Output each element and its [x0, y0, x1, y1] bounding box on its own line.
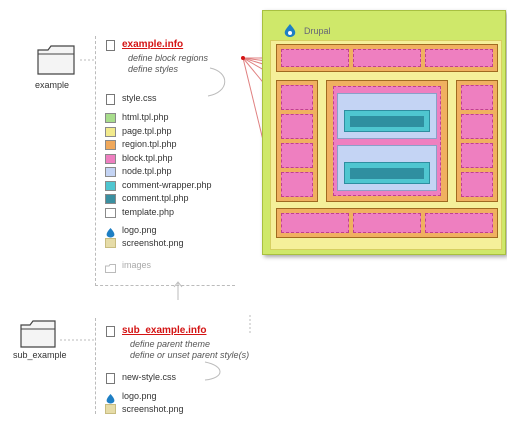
- images-folder-icon: [105, 260, 116, 273]
- template-color-swatch: [105, 153, 116, 164]
- note-define-unset-parent-styles: define or unset parent style(s): [130, 350, 250, 360]
- template-color-swatch: [105, 167, 116, 177]
- template-color-swatch: [105, 194, 116, 204]
- comment-top: [350, 116, 424, 127]
- footer-block: [425, 213, 493, 233]
- left-sidebar-block: [281, 114, 313, 139]
- note-define-block-regions: define block regions: [128, 53, 209, 63]
- template-file-label[interactable]: node.tpl.php: [122, 166, 172, 176]
- example-panel-left-border: [95, 36, 96, 286]
- footer-block: [281, 213, 349, 233]
- style-css-icon: [106, 94, 115, 105]
- right-sidebar-block: [461, 172, 493, 197]
- logo-icon: [105, 225, 116, 238]
- sub-example-panel-left-border: [95, 318, 96, 414]
- footer-block: [353, 213, 421, 233]
- template-file-label[interactable]: comment-wrapper.php: [122, 179, 212, 190]
- new-style-css-icon: [106, 373, 115, 384]
- header-block: [353, 49, 421, 67]
- sub-screenshot-icon: [105, 404, 116, 414]
- drupal-title: Drupal: [304, 26, 331, 36]
- template-file-label[interactable]: block.tpl.php: [122, 152, 173, 163]
- right-sidebar-block: [461, 85, 493, 110]
- template-color-swatch: [105, 140, 116, 150]
- template-file-label[interactable]: region.tpl.php: [122, 139, 177, 149]
- template-color-swatch: [105, 180, 116, 191]
- left-sidebar-block: [281, 143, 313, 168]
- example-panel-bottom-border: [95, 285, 235, 286]
- sub-logo-label[interactable]: logo.png: [122, 391, 157, 401]
- template-file-label[interactable]: template.php: [122, 206, 175, 217]
- sub-screenshot-label[interactable]: screenshot.png: [122, 404, 184, 414]
- template-color-swatch: [105, 113, 116, 123]
- screenshot-icon: [105, 238, 116, 248]
- template-file-label[interactable]: html.tpl.php: [122, 112, 169, 122]
- header-block: [281, 49, 349, 67]
- left-sidebar-block: [281, 172, 313, 197]
- template-color-swatch: [105, 207, 116, 218]
- info-file-icon: [106, 40, 115, 51]
- example-info-name[interactable]: example.info: [122, 39, 184, 50]
- header-block: [425, 49, 493, 67]
- logo-label[interactable]: logo.png: [122, 225, 157, 235]
- right-sidebar-block: [461, 143, 493, 168]
- template-color-swatch: [105, 126, 116, 137]
- note-define-styles: define styles: [128, 64, 179, 74]
- template-file-label[interactable]: page.tpl.php: [122, 125, 172, 136]
- comment-bottom: [350, 168, 424, 179]
- sub-info-file-icon: [106, 326, 115, 337]
- drupal-logo-icon: [283, 24, 297, 38]
- example-folder-icon[interactable]: [34, 42, 78, 78]
- right-sidebar-block: [461, 114, 493, 139]
- new-style-css-label[interactable]: new-style.css: [122, 372, 177, 382]
- images-label[interactable]: images: [122, 260, 152, 270]
- sub-example-info-name[interactable]: sub_example.info: [122, 325, 207, 336]
- note-define-parent-theme: define parent theme: [130, 339, 211, 349]
- screenshot-label[interactable]: screenshot.png: [122, 238, 184, 248]
- template-file-label[interactable]: comment.tpl.php: [122, 193, 189, 203]
- sub-example-folder-icon[interactable]: [18, 318, 58, 350]
- left-sidebar-block: [281, 85, 313, 110]
- sub-example-folder-label: sub_example: [13, 350, 67, 360]
- example-folder-label: example: [35, 80, 70, 90]
- sub-logo-icon: [105, 391, 116, 404]
- style-css-label[interactable]: style.css: [122, 93, 157, 103]
